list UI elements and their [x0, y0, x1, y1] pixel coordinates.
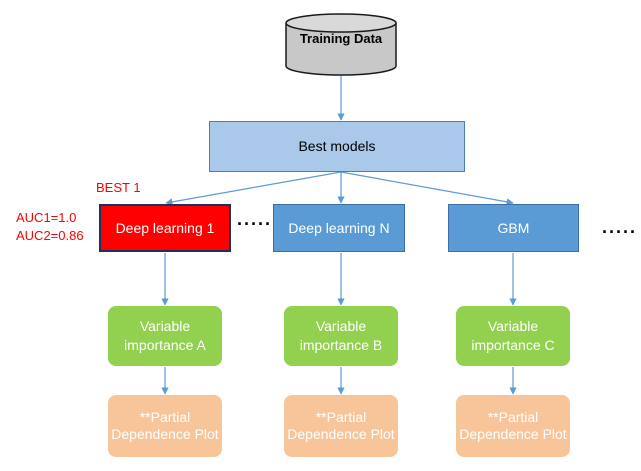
auc1-annotation: AUC1=1.0	[16, 210, 77, 225]
variable-importance-node-a: Variable importance A	[108, 306, 222, 366]
partial-dependence-node-b: **Partial Dependence Plot	[284, 395, 398, 457]
best-annotation: BEST 1	[96, 180, 141, 195]
ellipsis-middle: ·····	[237, 214, 272, 234]
connector-best-to-model-1	[165, 171, 342, 206]
best-models-node: Best models	[209, 121, 465, 172]
connector-best-to-gbm	[340, 171, 514, 206]
variable-importance-node-c: Variable importance C	[456, 306, 570, 366]
training-data-label: Training Data	[299, 31, 383, 46]
partial-dependence-node-a: **Partial Dependence Plot	[108, 395, 222, 457]
variable-importance-node-b: Variable importance B	[284, 306, 398, 366]
model-node-deep-learning-n: Deep learning N	[273, 204, 405, 252]
model-node-gbm: GBM	[448, 204, 579, 252]
partial-dependence-node-c: **Partial Dependence Plot	[456, 395, 570, 457]
model-node-deep-learning-1: Deep learning 1	[99, 204, 231, 252]
auc2-annotation: AUC2=0.86	[16, 228, 84, 243]
training-data-database	[285, 13, 397, 76]
ellipsis-right: ·····	[602, 222, 637, 242]
